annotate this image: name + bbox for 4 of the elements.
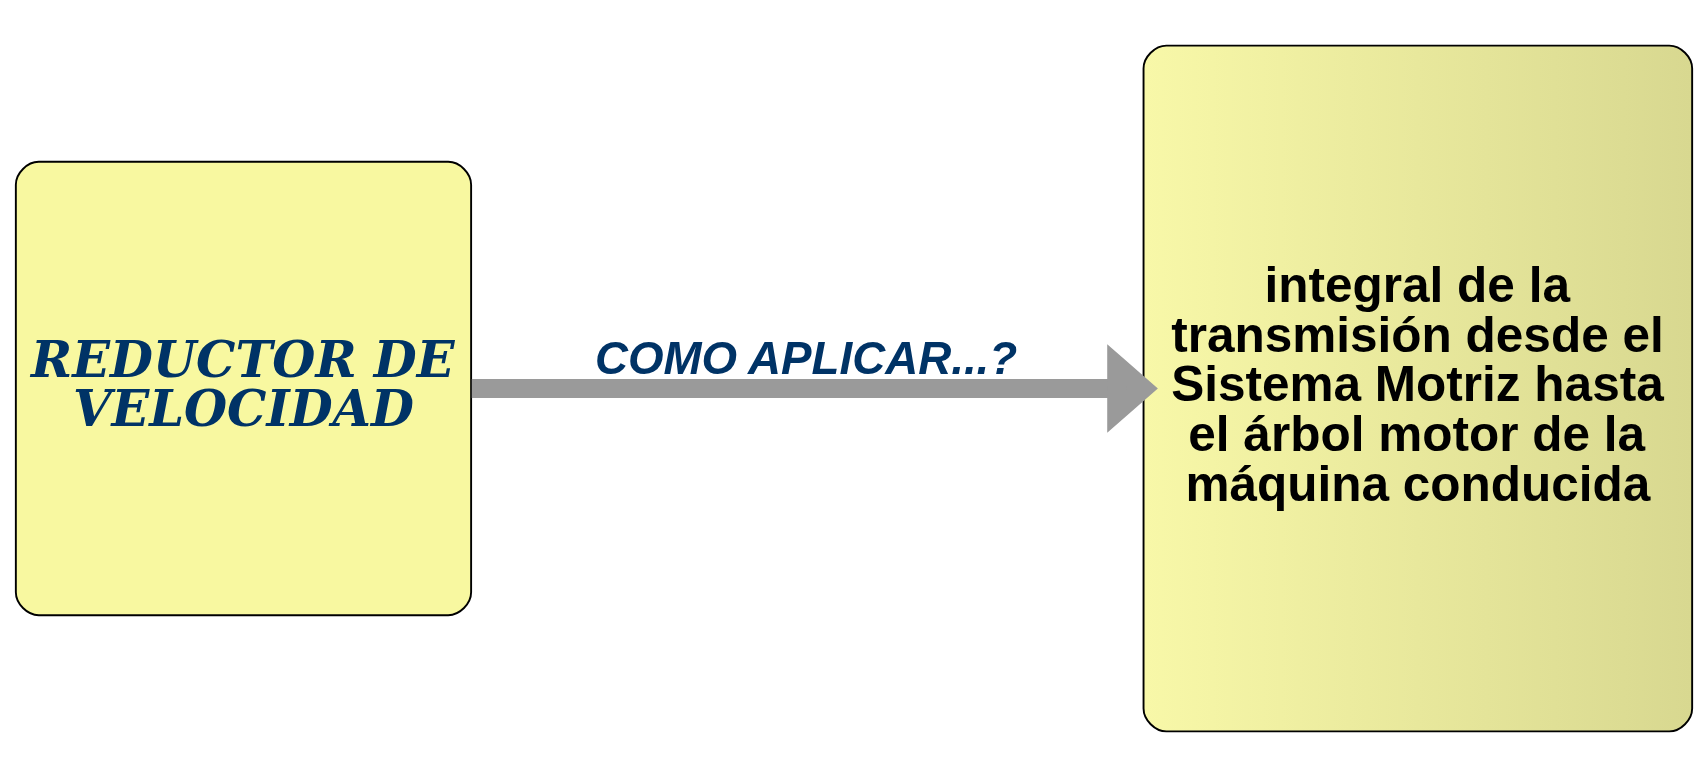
node-box: integral de la transmisión desde el Sistema Motriz hasta el árbol motor de la máquina conducida — [1142, 44, 1694, 733]
node-box: REDUCTOR DE VELOCIDAD — [14, 160, 473, 617]
arrow — [471, 344, 1158, 433]
edge-label: COMO APLICAR...? — [594, 332, 1018, 384]
